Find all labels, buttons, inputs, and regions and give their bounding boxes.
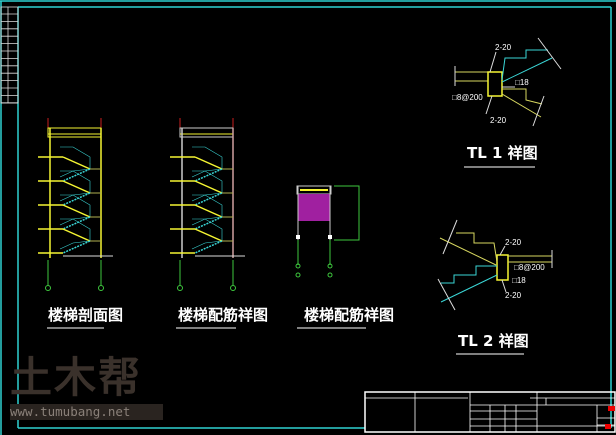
- tl2-stirrup-label: □8@200: [514, 263, 545, 272]
- stair-flight: [194, 216, 223, 230]
- stair-flight: [194, 240, 223, 254]
- stair-outline: [191, 218, 223, 250]
- reinforcement-area: [298, 194, 330, 221]
- stair-flight: [62, 228, 91, 242]
- red-marker: [608, 406, 615, 411]
- tl2-side-bar-label: □18: [512, 276, 526, 285]
- watermark-logo: 土木帮: [10, 353, 143, 402]
- stair-flight: [194, 168, 223, 182]
- stair-flight: [62, 216, 91, 230]
- tl2-top-bar-label: 2-20: [505, 238, 522, 247]
- view-title-stair-section: 楼梯剖面图: [48, 306, 123, 324]
- stair-flight: [62, 204, 91, 218]
- tl1-bottom-bar-label: 2-20: [490, 116, 507, 125]
- stair-flight: [62, 156, 91, 170]
- support: [328, 235, 332, 239]
- stair-drawings: [38, 118, 360, 291]
- tl1-title: TL 1 祥图: [467, 144, 538, 162]
- stair-outline: [191, 170, 223, 202]
- tl1-stirrup-label: □8@200: [452, 93, 483, 102]
- axis-bubble: [230, 285, 236, 291]
- stair-flight: [194, 156, 223, 170]
- stair-outline: [191, 146, 223, 178]
- view-title-stair-reinforcement-1: 楼梯配筋祥图: [178, 306, 268, 324]
- tl1-side-bar-label: □18: [515, 78, 529, 87]
- stair-flight: [62, 192, 91, 206]
- stair-flight: [194, 192, 223, 206]
- roof-beam: [179, 127, 234, 138]
- title-block: [364, 391, 616, 433]
- view-title-stair-reinforcement-2: 楼梯配筋祥图: [304, 306, 394, 324]
- axis-bubble: [98, 285, 104, 291]
- stair-outline: [59, 218, 91, 250]
- axis-bubble: [177, 285, 183, 291]
- support: [296, 235, 300, 239]
- watermark-url: www.tumubang.net: [10, 404, 163, 420]
- stair-outline: [191, 194, 223, 226]
- stair-flight: [62, 168, 91, 182]
- tl2-title: TL 2 祥图: [458, 332, 529, 350]
- tl1-detail: [454, 37, 562, 127]
- tl1-top-bar-label: 2-20: [495, 43, 512, 52]
- axis-bubble: [327, 263, 333, 269]
- stair-flight: [194, 228, 223, 242]
- axis-bubble: [45, 285, 51, 291]
- stair-flight: [194, 180, 223, 194]
- revision-table: [0, 6, 19, 104]
- tl2-bottom-bar-label: 2-20: [505, 291, 522, 300]
- red-marker: [605, 424, 611, 429]
- axis-bubble: [295, 272, 301, 278]
- roof-beam: [47, 127, 102, 138]
- stair-flight: [62, 240, 91, 254]
- axis-bubble: [295, 263, 301, 269]
- stair-outline: [59, 146, 91, 178]
- tl2-detail: [437, 219, 553, 311]
- stair-flight: [194, 204, 223, 218]
- stair-outline: [59, 194, 91, 226]
- axis-bubble: [327, 272, 333, 278]
- dimension-line: [334, 185, 360, 241]
- stair-flight: [62, 180, 91, 194]
- stair-outline: [59, 170, 91, 202]
